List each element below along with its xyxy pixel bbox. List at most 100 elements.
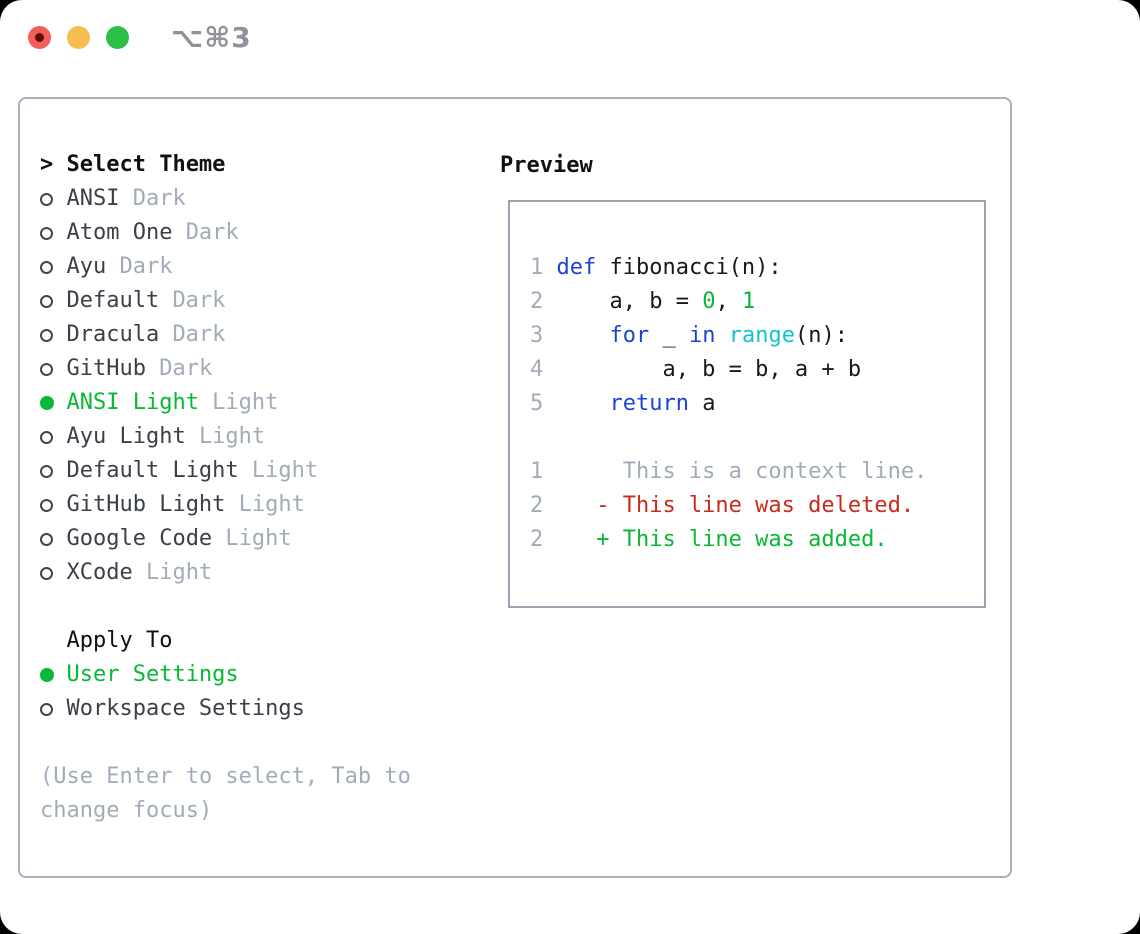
theme-item-label: Ayu <box>66 254 107 279</box>
theme-item-github-dark[interactable]: GitHub Dark <box>40 352 411 386</box>
code-token: range <box>728 322 795 348</box>
code-token: _ <box>649 322 689 348</box>
selected-radio-icon <box>40 668 66 682</box>
code-line: 2 + This line was added. <box>530 522 984 556</box>
theme-item-label: ANSI Light <box>66 390 199 415</box>
minimize-button[interactable] <box>67 25 90 49</box>
code-token: for <box>609 322 650 348</box>
theme-item-variant: Light <box>238 492 305 517</box>
line-number: 4 <box>530 356 544 382</box>
apply-option-label: Workspace Settings <box>66 696 305 721</box>
theme-item-ansi-light-light[interactable]: ANSI Light Light <box>40 386 411 420</box>
selected-radio-icon <box>40 396 66 410</box>
code-token: + This line was added. <box>556 526 888 552</box>
theme-item-variant: Light <box>145 560 213 585</box>
theme-item-label: Dracula <box>66 322 160 347</box>
titlebar: ⌥⌘3 <box>28 21 252 54</box>
theme-item-label: Google Code <box>66 526 213 551</box>
theme-item-xcode-light[interactable]: XCode Light <box>40 556 411 590</box>
theme-item-label: Ayu Light <box>66 424 186 449</box>
apply-option-workspace-settings[interactable]: Workspace Settings <box>40 692 411 726</box>
theme-item-label: Default Light <box>66 458 239 483</box>
select-theme-title: Select Theme <box>66 152 226 177</box>
code-line: 2 a, b = 0, 1 <box>530 284 984 318</box>
code-token: a, b = b, a + b <box>556 356 862 382</box>
theme-item-label: GitHub Light <box>66 492 226 517</box>
code-line: 3 for _ in range(n): <box>530 318 984 352</box>
cursor-marker: > <box>40 152 54 177</box>
code-line: 1 This is a context line. <box>530 454 984 488</box>
apply-option-label: User Settings <box>66 662 239 687</box>
radio-icon <box>40 430 66 444</box>
theme-item-variant: Dark <box>159 356 213 381</box>
zoom-button[interactable] <box>106 25 129 49</box>
theme-item-label: Default <box>66 288 160 313</box>
line-number: 3 <box>530 322 544 348</box>
radio-icon <box>40 498 66 512</box>
theme-item-github-light-light[interactable]: GitHub Light Light <box>40 488 411 522</box>
theme-item-label: Atom One <box>66 220 173 245</box>
line-number: 5 <box>530 390 544 416</box>
radio-icon <box>40 532 66 546</box>
theme-item-variant: Light <box>198 424 266 449</box>
code-token <box>556 323 609 348</box>
radio-icon <box>40 226 66 240</box>
code-token: return <box>609 390 689 416</box>
line-number: 1 <box>530 458 544 484</box>
radio-icon <box>40 702 66 716</box>
help-text: change focus) <box>40 798 213 823</box>
theme-item-label: ANSI <box>66 186 120 211</box>
code-token: (n): <box>794 322 848 348</box>
code-token: 0 <box>702 288 716 314</box>
theme-item-ayu-light-light[interactable]: Ayu Light Light <box>40 420 411 454</box>
theme-item-label: GitHub <box>66 356 146 381</box>
radio-icon <box>40 464 66 478</box>
help-text-line-1: (Use Enter to select, Tab to <box>40 760 411 794</box>
line-number: 2 <box>530 526 544 552</box>
radio-icon <box>40 294 66 308</box>
code-token <box>715 323 728 348</box>
close-button[interactable] <box>28 25 51 49</box>
apply-to-title: Apply To <box>66 628 173 653</box>
code-token: fibonacci(n): <box>596 254 782 280</box>
code-blank-line <box>530 420 984 454</box>
theme-item-google-code-light[interactable]: Google Code Light <box>40 522 411 556</box>
code-token <box>556 391 609 416</box>
preview-header: Preview <box>500 148 593 182</box>
select-theme-header: > Select Theme <box>40 148 411 182</box>
code-token: a <box>688 390 716 416</box>
apply-to-header: Apply To <box>40 624 411 658</box>
radio-icon <box>40 362 66 376</box>
line-number: 2 <box>530 288 544 314</box>
theme-item-variant: Dark <box>132 186 186 211</box>
window-shortcut-label: ⌥⌘3 <box>171 20 252 54</box>
code-token: , <box>715 288 742 314</box>
preview-title: Preview <box>500 152 593 178</box>
code-line: 4 a, b = b, a + b <box>530 352 984 386</box>
line-number: 2 <box>530 492 544 518</box>
code-token: def <box>556 254 597 280</box>
theme-item-variant: Light <box>212 390 279 415</box>
theme-item-label: XCode <box>66 560 133 585</box>
theme-item-variant: Light <box>225 526 292 551</box>
radio-icon <box>40 566 66 580</box>
apply-option-user-settings[interactable]: User Settings <box>40 658 411 692</box>
theme-item-ayu-dark[interactable]: Ayu Dark <box>40 250 411 284</box>
code-token: - This line was deleted. <box>556 492 915 518</box>
theme-item-variant: Dark <box>119 254 173 279</box>
spacer-row <box>40 726 411 760</box>
theme-item-ansi-dark[interactable]: ANSI Dark <box>40 182 411 216</box>
code-line: 5 return a <box>530 386 984 420</box>
